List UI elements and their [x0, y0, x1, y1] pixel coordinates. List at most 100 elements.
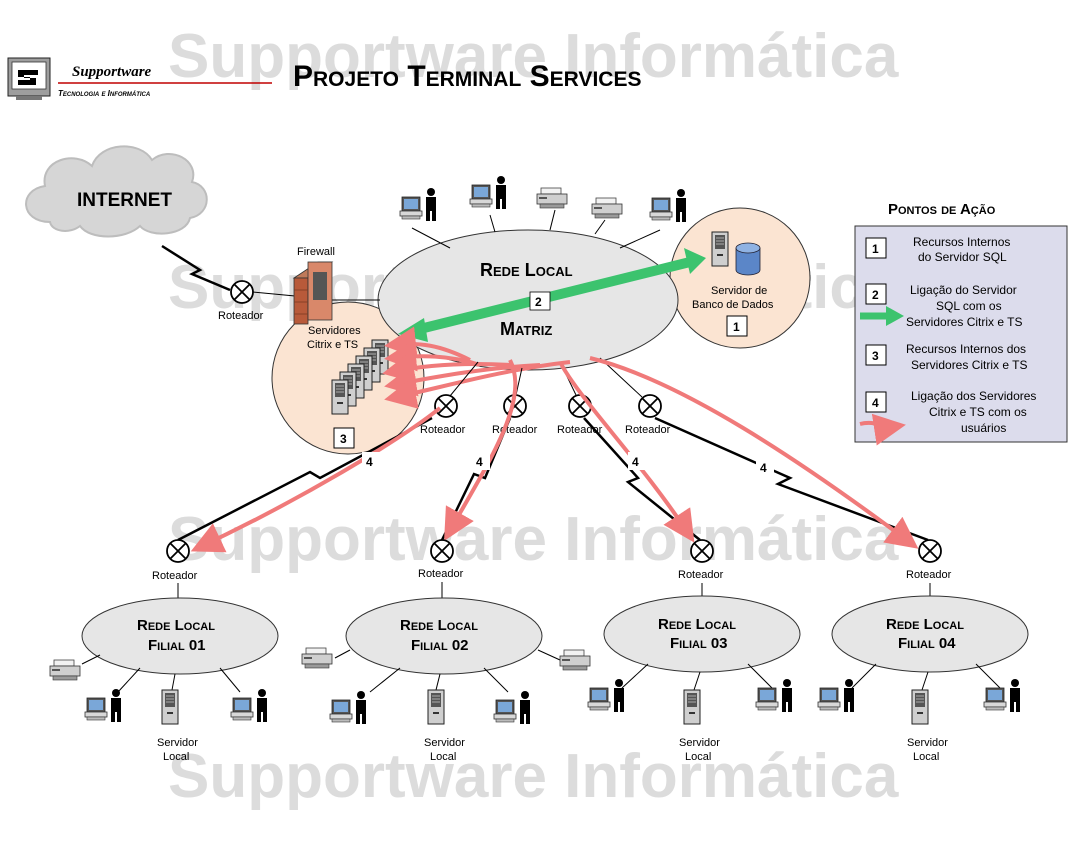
wan-router-icon-1: [434, 394, 458, 418]
branch-network: [81, 597, 279, 675]
branch-printer-icon: [49, 659, 81, 681]
watermark-text-low: Supportware Informática: [168, 505, 899, 574]
cloud-icon: [25, 145, 208, 238]
branch-pc-user-icon-2: [983, 678, 1021, 713]
branch-server-label-line2: Local: [430, 751, 456, 763]
matriz-pc-user-icon-2: [469, 175, 507, 210]
matriz-device-links: [325, 209, 661, 301]
branch-server-icon: [911, 689, 929, 725]
legend-item-4-number: 4: [872, 396, 879, 410]
branch-network: [345, 597, 543, 675]
branch-server-icon: [161, 689, 179, 725]
wan-router-icon-3: [568, 394, 592, 418]
logo-s-icon: [18, 70, 38, 85]
branch-printer-icon-2: [559, 649, 591, 671]
matriz-pc-user-icon-3: [649, 188, 687, 223]
legend: Pontos de Ação 1 Recursos Internos do Se…: [854, 201, 1068, 446]
branch-router-icon: [690, 539, 714, 563]
branch-pc-user-icon-1: [84, 688, 122, 723]
logo: Supportware Tecnologia e Informática: [7, 57, 272, 100]
wan-routers: [434, 394, 662, 418]
internet-label: INTERNET: [77, 190, 172, 211]
legend-item-1-line2: do Servidor SQL: [918, 250, 1007, 264]
db-label-line1: Servidor de: [711, 285, 767, 297]
branch-label-line2: Filial 01: [148, 637, 206, 654]
branch-router-icon: [918, 539, 942, 563]
legend-title: Pontos de Ação: [888, 201, 996, 218]
matriz-pc-user-icon-1: [399, 187, 437, 222]
legend-item-2-line2: SQL com os: [936, 299, 1002, 313]
branch-filial-01: Roteador Rede Local Filial 01 Servidor L…: [49, 539, 279, 763]
branch-server-label-line1: Servidor: [157, 737, 198, 749]
legend-item-1-number: 1: [872, 242, 879, 256]
db-number-box: [726, 315, 748, 337]
legend-item-4-line1: Ligação dos Servidores: [911, 389, 1036, 403]
legend-item-4-line2: Citrix e TS com os: [929, 405, 1027, 419]
database-icon: [735, 242, 761, 276]
citrix-number: 3: [340, 432, 347, 446]
wan-link-numbers: 4 4 4 4: [362, 452, 774, 476]
matriz-link-number: 2: [535, 295, 542, 309]
branch-label-line2: Filial 04: [898, 635, 956, 652]
citrix-number-box: [333, 427, 355, 449]
branch-label-line1: Rede Local: [886, 616, 964, 633]
branch-pc-user-icon-1: [587, 678, 625, 713]
internet-router-icon: [230, 280, 254, 304]
legend-item-1-line1: Recursos Internos: [913, 235, 1010, 249]
legend-item-2-line3: Servidores Citrix e TS: [906, 315, 1022, 329]
branch-network: [831, 595, 1029, 673]
legend-box: [854, 225, 1068, 443]
branch-filial-04: Roteador Rede Local Filial 04 Servidor L…: [817, 539, 1029, 763]
matriz-label-line1: Rede Local: [480, 260, 573, 280]
branch-server-icon: [683, 689, 701, 725]
watermark-text-bottom: Supportware Informática: [168, 742, 899, 811]
matriz-link-number-box: [529, 291, 551, 311]
branch-server-label-line1: Servidor: [679, 737, 720, 749]
legend-item-4-line3: usuários: [961, 421, 1006, 435]
wan-router-label-1: Roteador: [420, 424, 466, 436]
branch-label-line1: Rede Local: [658, 616, 736, 633]
firewall-label: Firewall: [297, 246, 335, 258]
wan-link-number-2: 4: [476, 455, 483, 469]
branch-router-label: Roteador: [906, 569, 952, 581]
branch-pc-user-icon-1: [329, 690, 367, 725]
db-number: 1: [733, 320, 740, 334]
wan-link-number-3: 4: [632, 455, 639, 469]
branch-server-label-line1: Servidor: [424, 737, 465, 749]
logo-tagline: Tecnologia e Informática: [58, 89, 150, 98]
branch-server-label-line2: Local: [685, 751, 711, 763]
wan-user-arrows: [190, 356, 919, 553]
legend-item-2-number: 2: [872, 288, 879, 302]
legend-item-3-line1: Recursos Internos dos: [906, 342, 1026, 356]
branch-pc-user-icon-1: [817, 678, 855, 713]
legend-item-2-line1: Ligação do Servidor: [910, 283, 1017, 297]
citrix-internal-arrows: [382, 326, 571, 409]
citrix-label-line1: Servidores: [308, 325, 361, 337]
branch-pc-user-icon-2: [493, 690, 531, 725]
wan-router-label-4: Roteador: [625, 424, 671, 436]
wan-router-label-2: Roteador: [492, 424, 538, 436]
legend-item-3-line2: Servidores Citrix e TS: [911, 358, 1027, 372]
branch-pc-user-icon-2: [755, 678, 793, 713]
branch-server-label-line2: Local: [913, 751, 939, 763]
branch-label-line1: Rede Local: [400, 617, 478, 634]
branch-router-icon: [166, 539, 190, 563]
citrix-label-line2: Citrix e TS: [307, 339, 358, 351]
branch-server-label-line1: Servidor: [907, 737, 948, 749]
internet-router-label: Roteador: [218, 310, 264, 322]
matriz-label-line2: Matriz: [500, 319, 552, 339]
internet-link-lightning-icon: [161, 244, 231, 292]
db-server-icon: [711, 231, 729, 267]
matriz-printer-icon-1: [536, 187, 568, 209]
db-label-line2: Banco de Dados: [692, 299, 774, 311]
legend-item-3-number: 3: [872, 349, 879, 363]
legend-red-arrow: [859, 413, 906, 446]
branch-pc-user-icon-2: [230, 688, 268, 723]
branch-router-icon: [430, 539, 454, 563]
wan-link-number-4: 4: [760, 461, 767, 475]
firewall-icon: [292, 261, 334, 325]
branch-label-line1: Rede Local: [137, 617, 215, 634]
branch-server-label-line2: Local: [163, 751, 189, 763]
branch-router-label: Roteador: [678, 569, 724, 581]
